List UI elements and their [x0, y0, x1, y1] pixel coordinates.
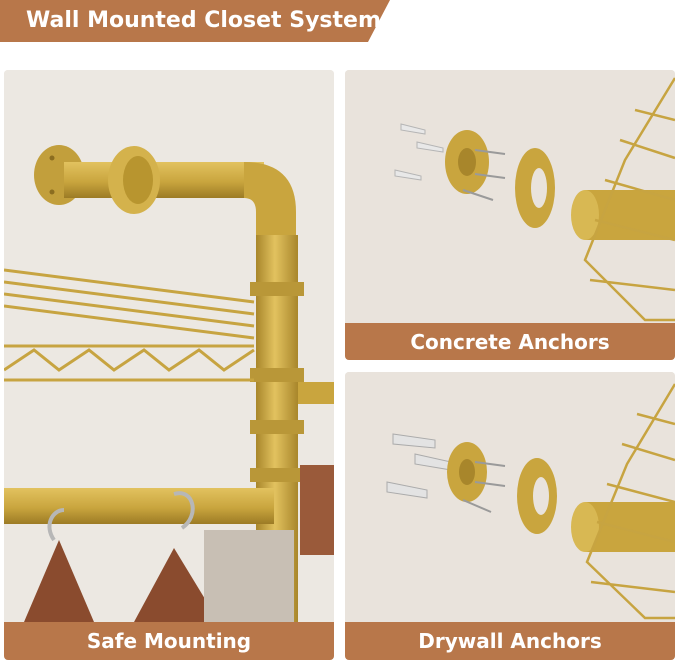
title-banner: Wall Mounted Closet System — [0, 0, 390, 42]
panel-concrete-anchors: Concrete Anchors — [345, 70, 675, 360]
drywall-anchors-illustration — [345, 372, 675, 622]
mounting-illustration — [4, 70, 334, 660]
caption-safe-mounting: Safe Mounting — [4, 622, 334, 660]
caption-concrete-anchors: Concrete Anchors — [345, 323, 675, 360]
panel-safe-mounting: Safe Mounting — [4, 70, 334, 660]
concrete-anchors-illustration — [345, 70, 675, 323]
panel-drywall-anchors: Drywall Anchors — [345, 372, 675, 660]
page-title: Wall Mounted Closet System — [26, 8, 381, 33]
banner-shape — [0, 0, 390, 42]
caption-drywall-anchors: Drywall Anchors — [345, 622, 675, 660]
